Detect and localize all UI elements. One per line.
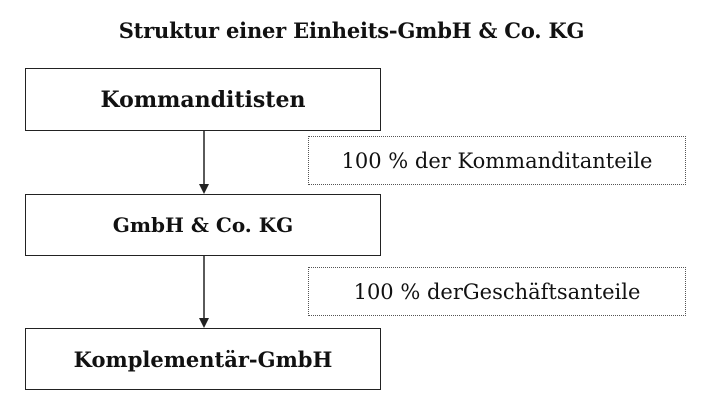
node-label: Komplementär-GmbH xyxy=(73,346,333,372)
node-komplementaer-gmbh: Komplementär-GmbH xyxy=(25,328,381,390)
node-label: GmbH & Co. KG xyxy=(112,213,294,237)
node-label: Kommanditisten xyxy=(100,86,306,113)
edge-label-text: 100 % derGeschäftsanteile xyxy=(353,279,641,304)
node-kommanditisten: Kommanditisten xyxy=(25,68,381,131)
edge-label-text: 100 % der Kommanditanteile xyxy=(341,148,653,173)
diagram-title: Struktur einer Einheits-GmbH & Co. KG xyxy=(118,18,585,43)
node-gmbh-co-kg: GmbH & Co. KG xyxy=(25,194,381,256)
edge-label-kommanditanteile: 100 % der Kommanditanteile xyxy=(308,136,686,185)
edge-label-geschaeftsanteile: 100 % derGeschäftsanteile xyxy=(308,267,686,316)
